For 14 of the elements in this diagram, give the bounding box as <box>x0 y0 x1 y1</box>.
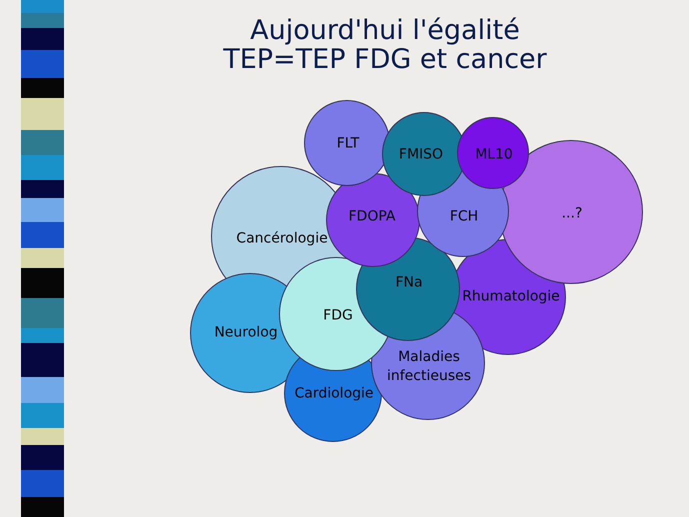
bubble-label: Rhumatologie <box>462 288 560 306</box>
bubble-label: Cardiologie <box>294 384 374 404</box>
bubble-label: ...? <box>562 204 582 224</box>
bubble-label: FDOPA <box>348 208 396 226</box>
bubble-label: FNa <box>395 274 423 292</box>
slide-title: Aujourd'hui l'égalité TEP=TEP FDG et cancer <box>222 16 548 74</box>
bubble-label: ML10 <box>475 146 513 164</box>
bubble-label: FMISO <box>398 146 444 164</box>
bubble-label: FCH <box>450 208 478 226</box>
bubble-label: FLT <box>336 134 360 154</box>
bubble-label: Cancérologie <box>236 230 328 248</box>
bubble-label: Maladies infectieuses <box>386 348 472 386</box>
bubble-label: FDG <box>323 306 353 326</box>
bubble-label: Neurolog <box>214 324 278 342</box>
